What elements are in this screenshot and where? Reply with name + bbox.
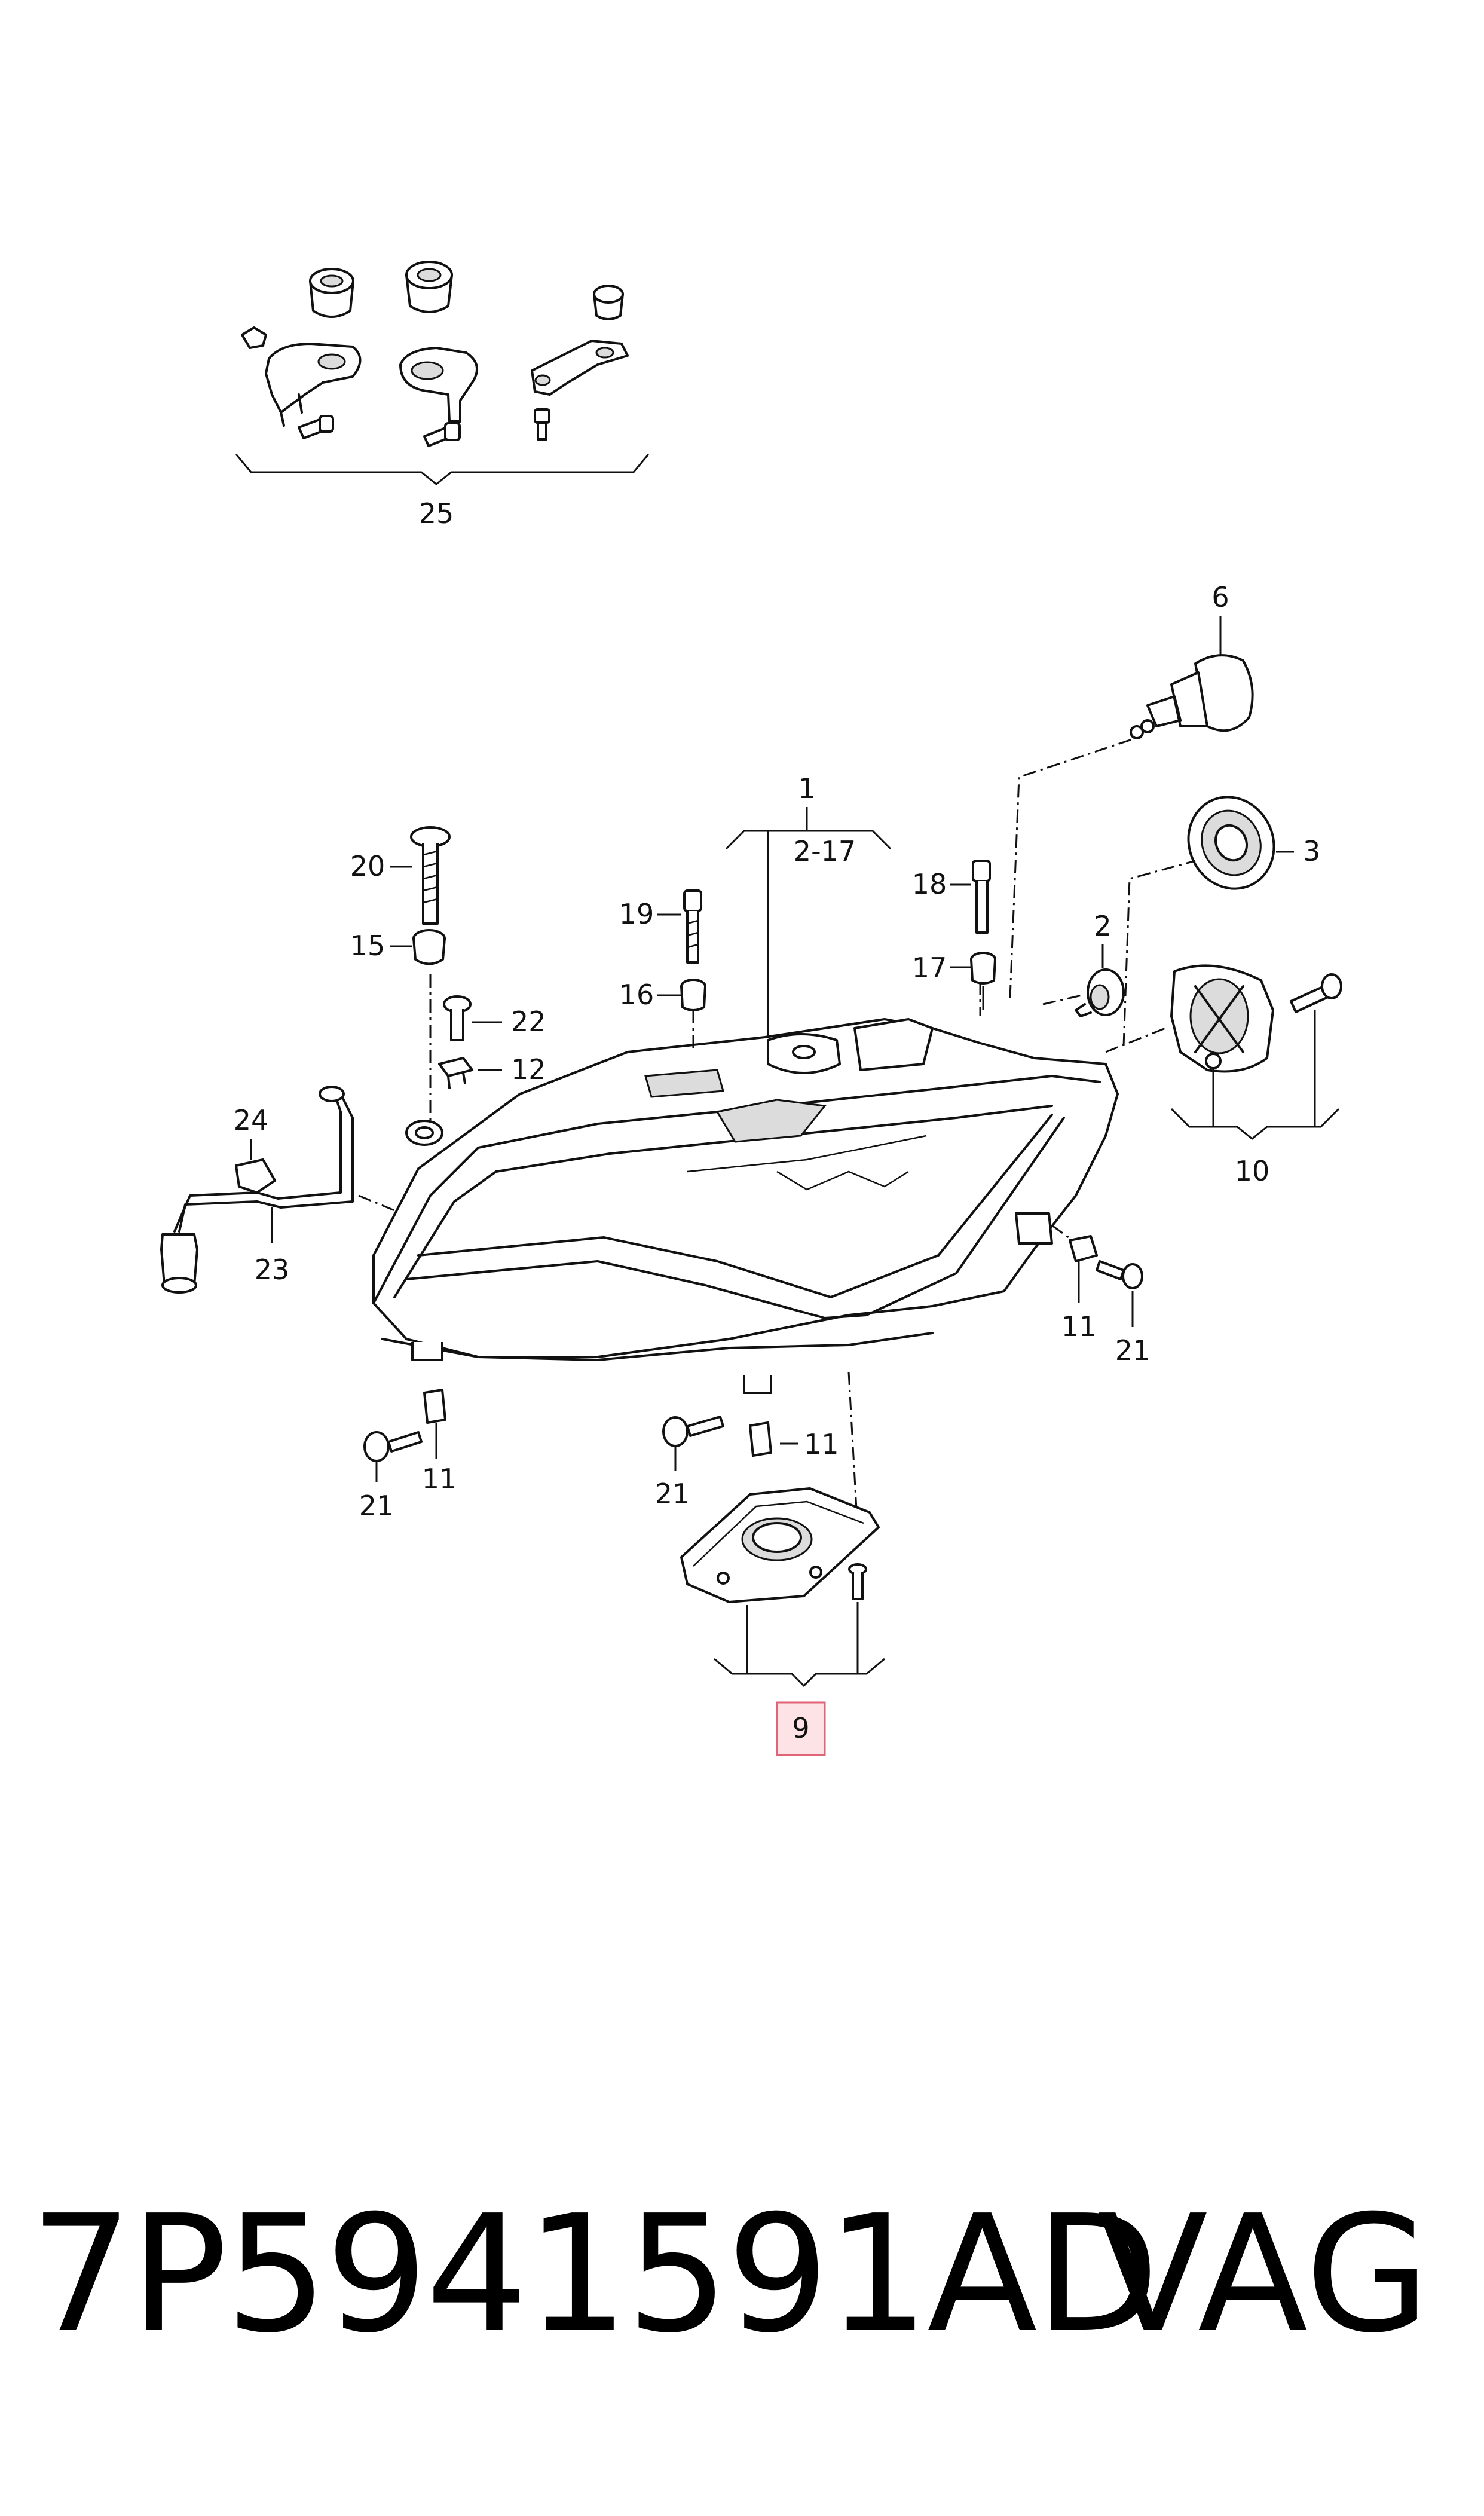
bracket-right bbox=[531, 340, 629, 441]
callout-11-left: 11 bbox=[422, 1463, 457, 1495]
screw-21-right: 21 bbox=[1096, 1260, 1151, 1366]
grommet-middle bbox=[405, 261, 453, 313]
callout-11-right: 11 bbox=[1061, 1310, 1097, 1343]
bracket-middle bbox=[399, 347, 478, 447]
actuator-10: 10 bbox=[1170, 964, 1342, 1187]
bolt-right bbox=[534, 408, 550, 441]
callout-16: 16 bbox=[619, 979, 654, 1011]
callout-24: 24 bbox=[234, 1104, 269, 1136]
bolt-left bbox=[298, 415, 334, 439]
callout-22: 22 bbox=[511, 1005, 546, 1038]
footer: 7P5941591AD VAG bbox=[0, 2176, 1484, 2373]
callout-1: 1 bbox=[798, 772, 815, 805]
nut-17: 17 bbox=[912, 952, 996, 1010]
bulb-6: 6 bbox=[1130, 581, 1254, 739]
callout-17: 17 bbox=[912, 952, 947, 984]
callout-3: 3 bbox=[1303, 835, 1320, 867]
bolt-19: 19 bbox=[619, 889, 702, 964]
callout-15: 15 bbox=[350, 930, 385, 962]
part-number: 7P5941591AD bbox=[30, 2180, 1159, 2368]
grommet-left bbox=[309, 268, 354, 318]
bracket-kit-25: 25 bbox=[235, 261, 650, 530]
callout-2: 2 bbox=[1094, 910, 1111, 942]
clip-24: 24 bbox=[234, 1104, 276, 1194]
control-module-9: 9 bbox=[680, 1487, 885, 1756]
bolt-18: 18 bbox=[912, 860, 991, 934]
callout-18: 18 bbox=[912, 868, 947, 900]
assembly-lines bbox=[358, 737, 1196, 1531]
hose-23: 23 bbox=[160, 1086, 354, 1294]
callout-2-17: 2-17 bbox=[794, 835, 856, 867]
clip-11-left: 11 bbox=[422, 1389, 457, 1495]
clip-11-mid: 11 bbox=[749, 1421, 839, 1460]
callout-21-right: 21 bbox=[1115, 1334, 1151, 1366]
callout-11-mid: 11 bbox=[804, 1428, 839, 1460]
callout-21-left: 21 bbox=[359, 1490, 394, 1522]
clip-11-right: 11 bbox=[1061, 1235, 1098, 1343]
bracket-left bbox=[241, 326, 362, 439]
bolt-middle bbox=[423, 422, 461, 447]
clip-12: 12 bbox=[438, 1053, 546, 1089]
callout-21-mid: 21 bbox=[655, 1478, 690, 1510]
brand-name: VAG bbox=[1097, 2180, 1430, 2368]
callout-23: 23 bbox=[255, 1254, 290, 1286]
callout-9-highlight bbox=[776, 1701, 826, 1756]
callout-9: 9 bbox=[792, 1712, 809, 1744]
callout-12: 12 bbox=[511, 1053, 546, 1086]
callout-10: 10 bbox=[1235, 1155, 1270, 1187]
socket-2: 2 bbox=[1075, 910, 1125, 1017]
callout-19: 19 bbox=[619, 898, 654, 930]
callout-25: 25 bbox=[419, 497, 454, 530]
nut-15: 15 bbox=[350, 929, 446, 965]
hose-connector bbox=[160, 1233, 198, 1294]
screw-21-mid: 21 bbox=[655, 1416, 724, 1510]
callout-6: 6 bbox=[1211, 581, 1229, 613]
callout-20: 20 bbox=[350, 850, 385, 882]
screw-22: 22 bbox=[443, 995, 546, 1041]
headlight-housing-1: 1 2-17 bbox=[372, 772, 1119, 1394]
grommet-right bbox=[593, 285, 624, 320]
bolt-20: 20 bbox=[350, 826, 451, 925]
cover-cap-3: 3 bbox=[1187, 796, 1320, 890]
screw-21-left: 21 bbox=[359, 1431, 423, 1522]
nut-16: 16 bbox=[619, 979, 706, 1011]
bracket-group-25 bbox=[235, 454, 650, 485]
